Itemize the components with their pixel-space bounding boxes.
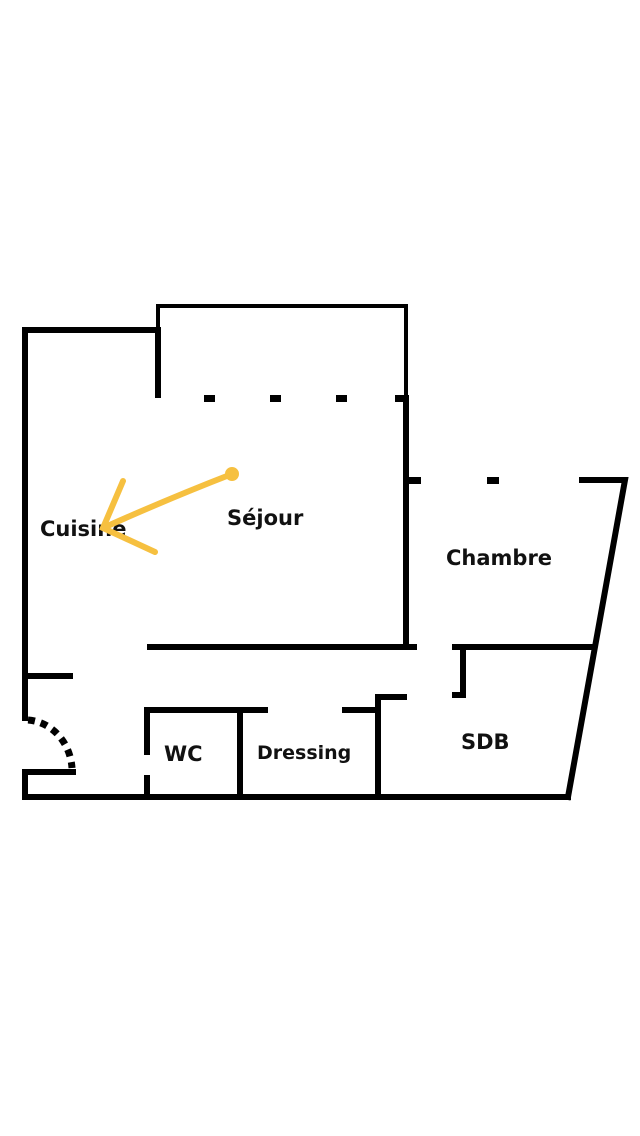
wall-left-bottom: [22, 769, 571, 800]
door-swing-arc: [27, 716, 76, 769]
room-label-dressing: Dressing: [257, 742, 351, 764]
room-label-sejour: Séjour: [227, 506, 304, 530]
wall-wc-left: [144, 707, 268, 755]
wall-alcove: [156, 304, 408, 398]
sejour-dashed-opening: [204, 395, 409, 402]
wall-left-top: [22, 327, 161, 721]
room-label-chambre: Chambre: [446, 546, 552, 570]
wall-dressing-right: [375, 694, 407, 800]
room-label-wc: WC: [164, 742, 203, 766]
wall-chambre-right: [564, 477, 629, 801]
chambre-dashed-opening: [409, 477, 499, 484]
room-label-sdb: SDB: [461, 730, 510, 754]
wall-sdb-stub: [452, 647, 466, 698]
arrow-annotation-icon: [99, 467, 239, 555]
walls: [22, 304, 629, 801]
